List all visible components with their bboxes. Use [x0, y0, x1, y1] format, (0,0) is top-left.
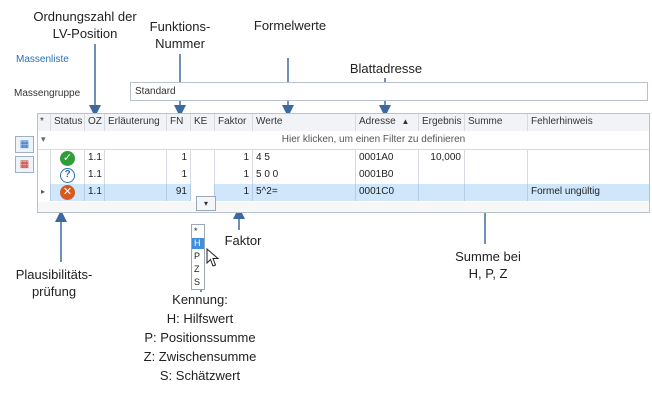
- col-header-erlaeuterung[interactable]: Erläuterung: [105, 114, 167, 131]
- ke-dropdown-list: * H P Z S: [191, 224, 205, 290]
- oz-cell[interactable]: 1.1: [85, 167, 105, 184]
- ke-option-star[interactable]: *: [194, 226, 198, 236]
- row-indicator-cell: [38, 167, 51, 184]
- adresse-cell[interactable]: 0001C0: [356, 184, 419, 201]
- callout-blattadresse-text: Blattadresse: [349, 61, 423, 76]
- faktor-cell[interactable]: 1: [215, 167, 253, 184]
- ergebnis-cell[interactable]: 10,000: [419, 150, 465, 167]
- faktor-cell[interactable]: 1: [215, 184, 253, 201]
- delete-row-button[interactable]: ▦: [15, 156, 34, 173]
- oz-cell[interactable]: 1.1: [85, 150, 105, 167]
- table-row[interactable]: ✓ 1.1 1 1 4 5 0001A0 10,000: [38, 150, 649, 167]
- filter-icon: ▾: [41, 134, 46, 144]
- status-error-icon: ✕: [60, 185, 75, 200]
- callout-formelwerte-text: Formelwerte: [253, 18, 327, 33]
- werte-cell[interactable]: 4 5: [253, 150, 356, 167]
- col-header-summe[interactable]: Summe: [465, 114, 528, 131]
- fn-cell[interactable]: 1: [167, 150, 191, 167]
- delete-row-icon: ▦: [19, 159, 30, 170]
- filter-row[interactable]: ▾ Hier klicken, um einen Filter zu defin…: [38, 131, 649, 150]
- col-header-adresse[interactable]: Adresse ▲: [356, 114, 419, 131]
- fn-cell[interactable]: 1: [167, 167, 191, 184]
- status-info-icon: ?: [60, 168, 75, 183]
- callout-formelwerte: Formelwerte: [240, 17, 340, 34]
- fehlerhinweis-cell: [528, 150, 649, 167]
- table-row-selected[interactable]: ▸ ✕ 1.1 91 1 5^2= 0001C0 Formel ungültig: [38, 184, 649, 201]
- adresse-cell[interactable]: 0001A0: [356, 150, 419, 167]
- mass-grid: * Status OZ Erläuterung FN KE Faktor Wer…: [37, 113, 650, 213]
- col-header-faktor[interactable]: Faktor: [215, 114, 253, 131]
- callout-funktionsnummer-text: Funktions- Nummer: [149, 19, 211, 51]
- col-header-status[interactable]: Status: [51, 114, 85, 131]
- summe-cell[interactable]: [465, 150, 528, 167]
- col-header-werte[interactable]: Werte: [253, 114, 356, 131]
- tab-massenliste[interactable]: Massenliste: [16, 54, 69, 65]
- ergebnis-cell[interactable]: [419, 167, 465, 184]
- status-cell: ✓: [51, 150, 85, 167]
- col-header-fn[interactable]: FN: [167, 114, 191, 131]
- status-cell: ?: [51, 167, 85, 184]
- werte-cell[interactable]: 5^2=: [253, 184, 356, 201]
- group-input[interactable]: Standard: [130, 82, 648, 101]
- werte-cell[interactable]: 5 0 0: [253, 167, 356, 184]
- ke-option-s[interactable]: S: [194, 277, 201, 287]
- ke-cell[interactable]: [191, 167, 215, 184]
- callout-blattadresse: Blattadresse: [336, 60, 436, 77]
- fehlerhinweis-cell: Formel ungültig: [531, 186, 600, 197]
- add-row-icon: ▦: [19, 139, 30, 150]
- faktor-cell[interactable]: 1: [215, 150, 253, 167]
- callout-plausibilitaet: Plausibilitäts- prüfung: [4, 266, 104, 300]
- callout-faktor: Faktor: [218, 232, 268, 249]
- summe-cell[interactable]: [465, 167, 528, 184]
- chevron-down-icon: ▾: [203, 199, 208, 208]
- erlaeuterung-cell[interactable]: [105, 150, 167, 167]
- col-header-oz[interactable]: OZ: [85, 114, 105, 131]
- group-label: Massengruppe: [14, 88, 81, 99]
- callout-plausibilitaet-text: Plausibilitäts- prüfung: [15, 267, 93, 299]
- ke-option-h[interactable]: H: [192, 238, 204, 249]
- callout-funktionsnummer: Funktions- Nummer: [140, 18, 220, 52]
- status-cell: ✕: [51, 184, 85, 201]
- fn-cell[interactable]: 91: [167, 184, 191, 201]
- callout-summe-text: Summe bei H, P, Z: [455, 249, 521, 281]
- grid-header: * Status OZ Erläuterung FN KE Faktor Wer…: [38, 114, 649, 132]
- add-row-button[interactable]: ▦: [15, 136, 34, 153]
- callout-kennung: Kennung: H: Hilfswert P: Positionssumme …: [130, 290, 270, 385]
- callout-ordnungszahl-text: Ordnungszahl der LV-Position: [33, 9, 137, 41]
- status-ok-icon: ✓: [60, 151, 75, 166]
- erlaeuterung-cell[interactable]: [105, 167, 167, 184]
- mouse-cursor-icon: [206, 248, 220, 267]
- row-indicator-icon: ▸: [41, 187, 46, 196]
- fehlerhinweis-cell: [528, 167, 649, 184]
- ergebnis-cell[interactable]: [419, 184, 465, 201]
- callout-kennung-text: Kennung: H: Hilfswert P: Positionssumme …: [143, 292, 257, 383]
- col-header-star[interactable]: *: [38, 114, 51, 131]
- callout-summe: Summe bei H, P, Z: [438, 248, 538, 282]
- col-header-ergebnis[interactable]: Ergebnis: [419, 114, 465, 131]
- oz-cell[interactable]: 1.1: [85, 184, 105, 201]
- ke-option-z[interactable]: Z: [194, 264, 200, 274]
- erlaeuterung-cell[interactable]: [105, 184, 167, 201]
- ke-option-p[interactable]: P: [194, 251, 201, 261]
- row-indicator-cell: ▸: [38, 184, 51, 201]
- grid-empty-area: [38, 202, 649, 212]
- col-header-fehlerhinweis[interactable]: Fehlerhinweis: [531, 116, 593, 127]
- callout-faktor-text: Faktor: [224, 233, 262, 248]
- callout-ordnungszahl: Ordnungszahl der LV-Position: [10, 8, 160, 42]
- row-indicator-cell: [38, 150, 51, 167]
- summe-cell[interactable]: [465, 184, 528, 201]
- sort-ascending-icon: ▲: [401, 117, 410, 126]
- filter-hint: Hier klicken, um einen Filter zu definie…: [281, 134, 466, 145]
- table-row[interactable]: ? 1.1 1 1 5 0 0 0001B0: [38, 167, 649, 184]
- col-header-adresse-label: Adresse: [359, 116, 396, 127]
- ke-cell[interactable]: [191, 150, 215, 167]
- col-header-ke[interactable]: KE: [191, 114, 215, 131]
- ke-dropdown-button[interactable]: ▾: [196, 196, 216, 211]
- adresse-cell[interactable]: 0001B0: [356, 167, 419, 184]
